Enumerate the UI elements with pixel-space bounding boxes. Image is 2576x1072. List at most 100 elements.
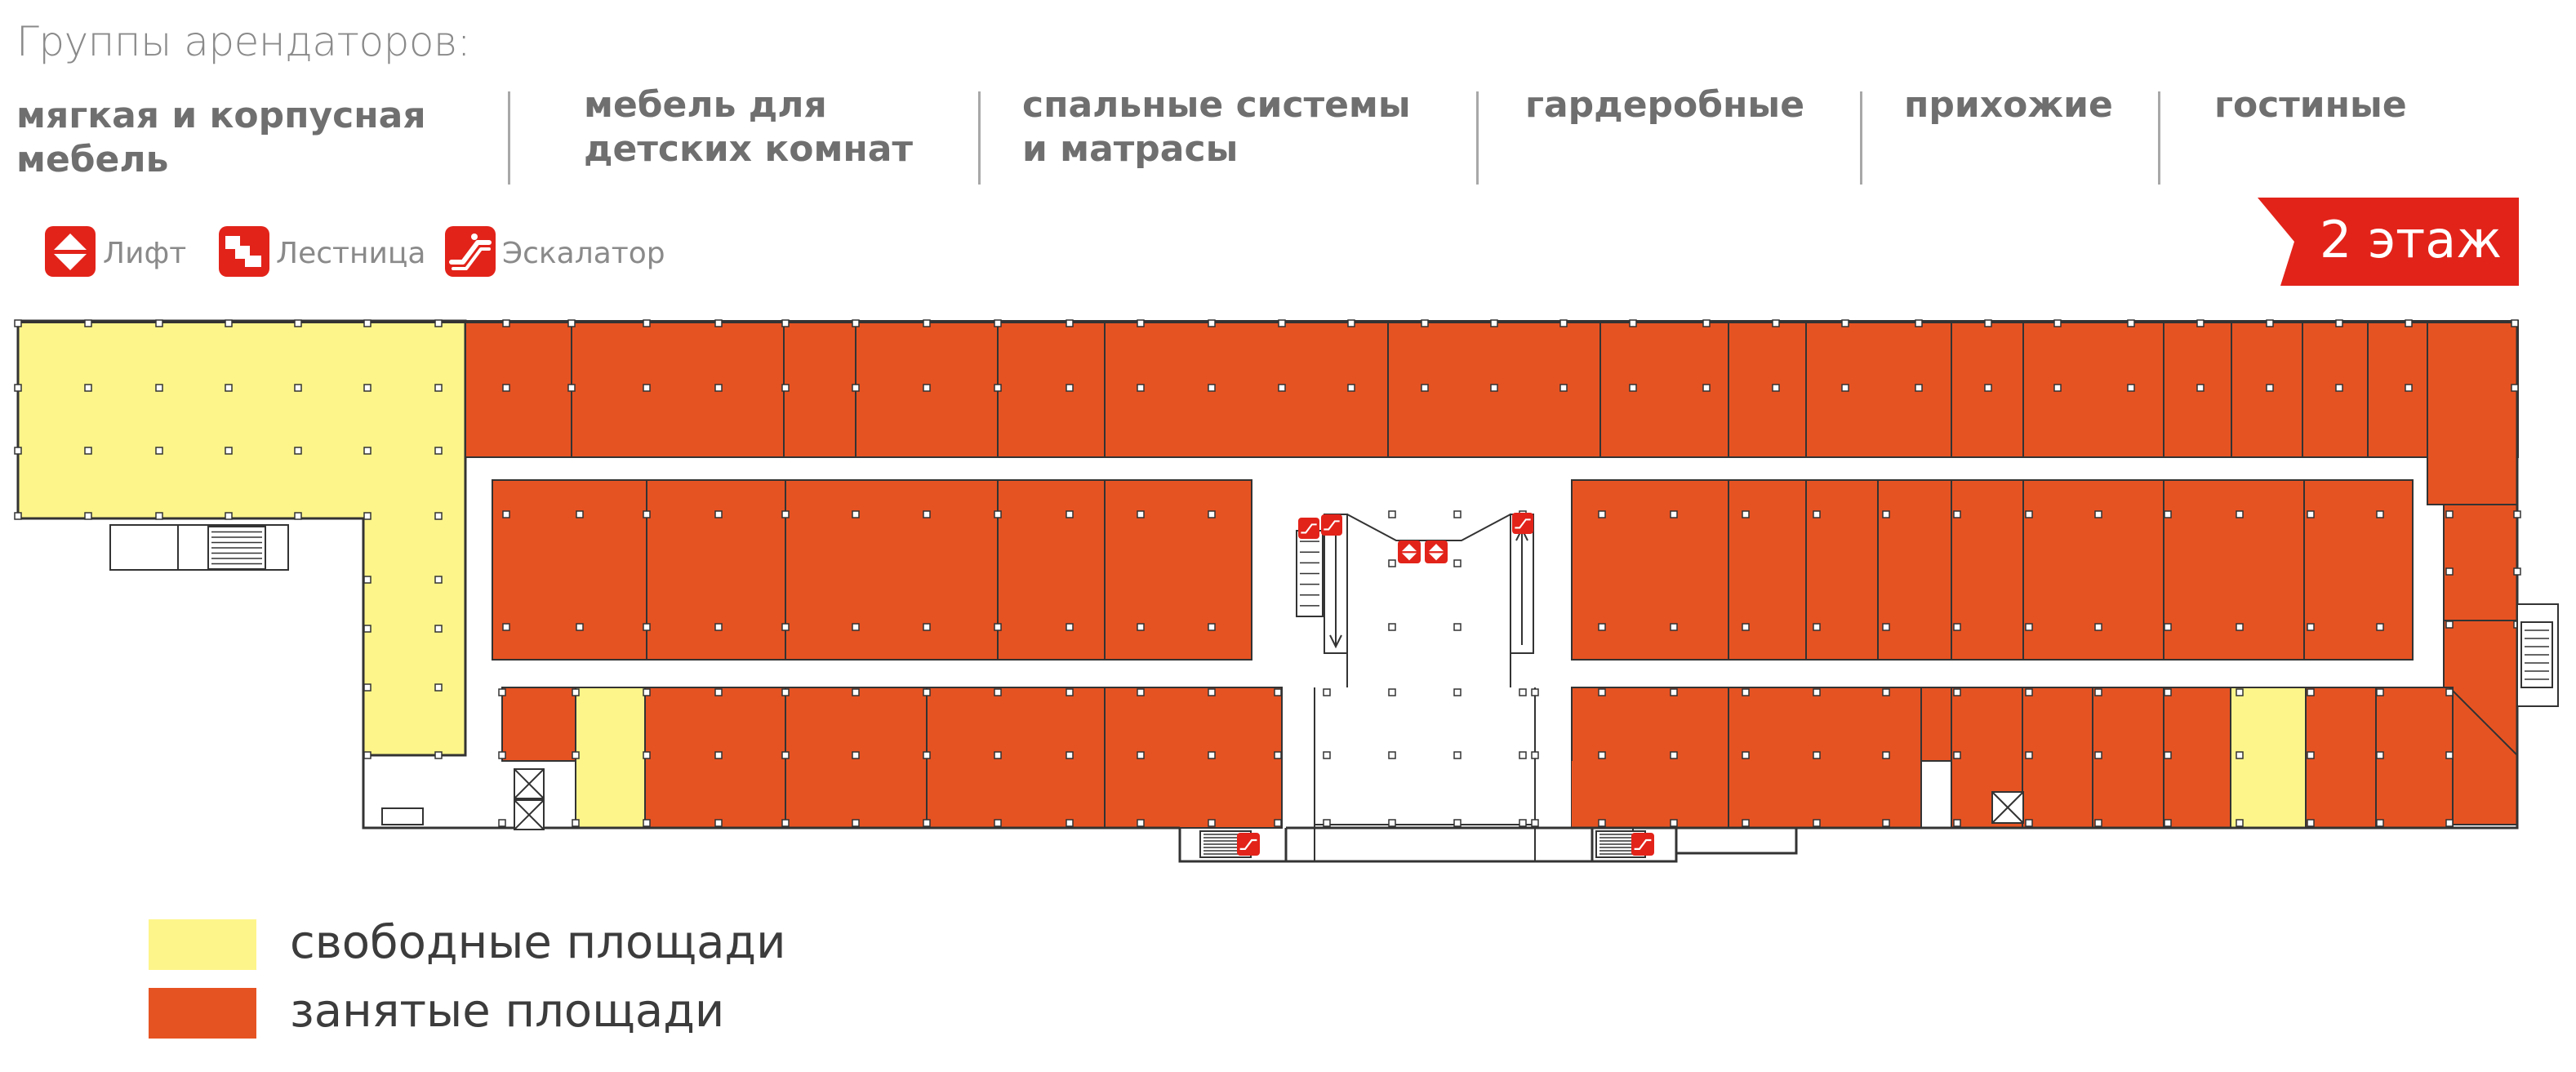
- column-marker: [1598, 819, 1606, 827]
- column-marker: [1519, 751, 1527, 759]
- column-marker: [1702, 384, 1711, 392]
- column-marker: [923, 751, 931, 759]
- occupied-area: [501, 687, 576, 762]
- legend-label-elevator: Лифт: [103, 237, 187, 270]
- column-marker: [2376, 623, 2384, 631]
- column-marker: [14, 512, 22, 520]
- column-marker: [2094, 819, 2102, 827]
- column-marker: [14, 384, 22, 392]
- column-marker: [1882, 688, 1890, 696]
- column-marker: [2236, 688, 2244, 696]
- tenant-group-wardrobes: гардеробные: [1525, 83, 1804, 127]
- column-marker: [994, 623, 1002, 631]
- wall: [2449, 687, 2518, 756]
- column-marker: [1742, 510, 1750, 518]
- atrium-wall: [1346, 514, 1511, 541]
- column-marker: [1388, 559, 1396, 567]
- elevator-icon-bg: [1425, 540, 1448, 563]
- floor-badge: [2258, 198, 2519, 286]
- column-marker: [1066, 510, 1074, 518]
- column-marker: [2053, 319, 2062, 327]
- column-marker: [1066, 688, 1074, 696]
- column-marker: [1882, 510, 1890, 518]
- column-marker: [294, 384, 302, 392]
- column-marker: [643, 751, 651, 759]
- column-marker: [363, 512, 371, 520]
- tenant-group-line: детских комнат: [584, 128, 914, 170]
- column-marker: [923, 688, 931, 696]
- column-marker: [1066, 319, 1074, 327]
- column-marker: [294, 512, 302, 520]
- column-marker: [994, 819, 1002, 827]
- column-marker: [1953, 510, 1961, 518]
- column-marker: [852, 623, 860, 631]
- column-marker: [1347, 319, 1355, 327]
- column-marker: [2164, 819, 2172, 827]
- column-marker: [1882, 819, 1890, 827]
- tenant-group-kids-furniture: мебель для детских комнат: [584, 83, 913, 171]
- column-marker: [643, 319, 651, 327]
- column-marker: [363, 625, 371, 633]
- column-marker: [1882, 751, 1890, 759]
- column-marker: [714, 819, 723, 827]
- column-marker: [1323, 751, 1331, 759]
- elevator-icon: [1425, 540, 1448, 563]
- column-marker: [2307, 623, 2315, 631]
- column-marker: [2307, 688, 2315, 696]
- column-marker: [1066, 751, 1074, 759]
- column-marker: [1278, 384, 1286, 392]
- column-marker: [994, 384, 1002, 392]
- column-marker: [1882, 623, 1890, 631]
- column-marker: [2335, 384, 2343, 392]
- column-marker: [1670, 623, 1678, 631]
- column-marker: [2513, 510, 2521, 518]
- column-marker: [852, 319, 860, 327]
- escalator-icon: [445, 226, 496, 277]
- column-marker: [1137, 688, 1145, 696]
- outer-wall: [18, 321, 2517, 323]
- column-marker: [1137, 623, 1145, 631]
- tenant-group-line: мебель: [16, 139, 169, 180]
- tenant-group-line: мягкая и корпусная: [16, 95, 426, 136]
- column-marker: [1208, 751, 1216, 759]
- column-marker: [2164, 688, 2172, 696]
- occupied-area: [2427, 320, 2518, 505]
- column-marker: [2164, 623, 2172, 631]
- column-marker: [434, 683, 443, 692]
- column-marker: [363, 751, 371, 759]
- escalator-icon: [1512, 513, 1533, 534]
- column-marker: [84, 512, 92, 520]
- column-marker: [2307, 510, 2315, 518]
- column-marker: [225, 319, 233, 327]
- column-marker: [1208, 384, 1216, 392]
- column-marker: [434, 576, 443, 584]
- escalator-up: [1510, 514, 1534, 654]
- column-marker: [1421, 384, 1429, 392]
- occupied-area-label: занятые площади: [290, 985, 725, 1038]
- column-marker: [1841, 384, 1849, 392]
- column-marker: [1066, 623, 1074, 631]
- column-marker: [363, 319, 371, 327]
- column-marker: [714, 510, 723, 518]
- column-marker: [1137, 510, 1145, 518]
- plan-fixtures-layer: [109, 513, 2559, 858]
- group-divider: [1476, 91, 1479, 185]
- column-marker: [2376, 751, 2384, 759]
- column-marker: [434, 625, 443, 633]
- tenant-group-soft-furniture: мягкая и корпусная мебель: [16, 94, 426, 182]
- lift-cross: [514, 799, 545, 830]
- column-marker: [576, 623, 584, 631]
- column-marker: [1813, 623, 1821, 631]
- column-marker: [2094, 751, 2102, 759]
- column-marker: [225, 384, 233, 392]
- column-marker: [923, 510, 931, 518]
- column-marker: [84, 384, 92, 392]
- column-marker: [2445, 567, 2454, 576]
- column-marker: [2445, 510, 2454, 518]
- tenant-group-sleep-systems: спальные системы и матрасы: [1022, 83, 1411, 171]
- escalator-down: [1324, 514, 1348, 654]
- column-marker: [1137, 384, 1145, 392]
- column-marker: [2025, 623, 2033, 631]
- column-marker: [1670, 510, 1678, 518]
- elevator-icon-up: [1428, 544, 1444, 552]
